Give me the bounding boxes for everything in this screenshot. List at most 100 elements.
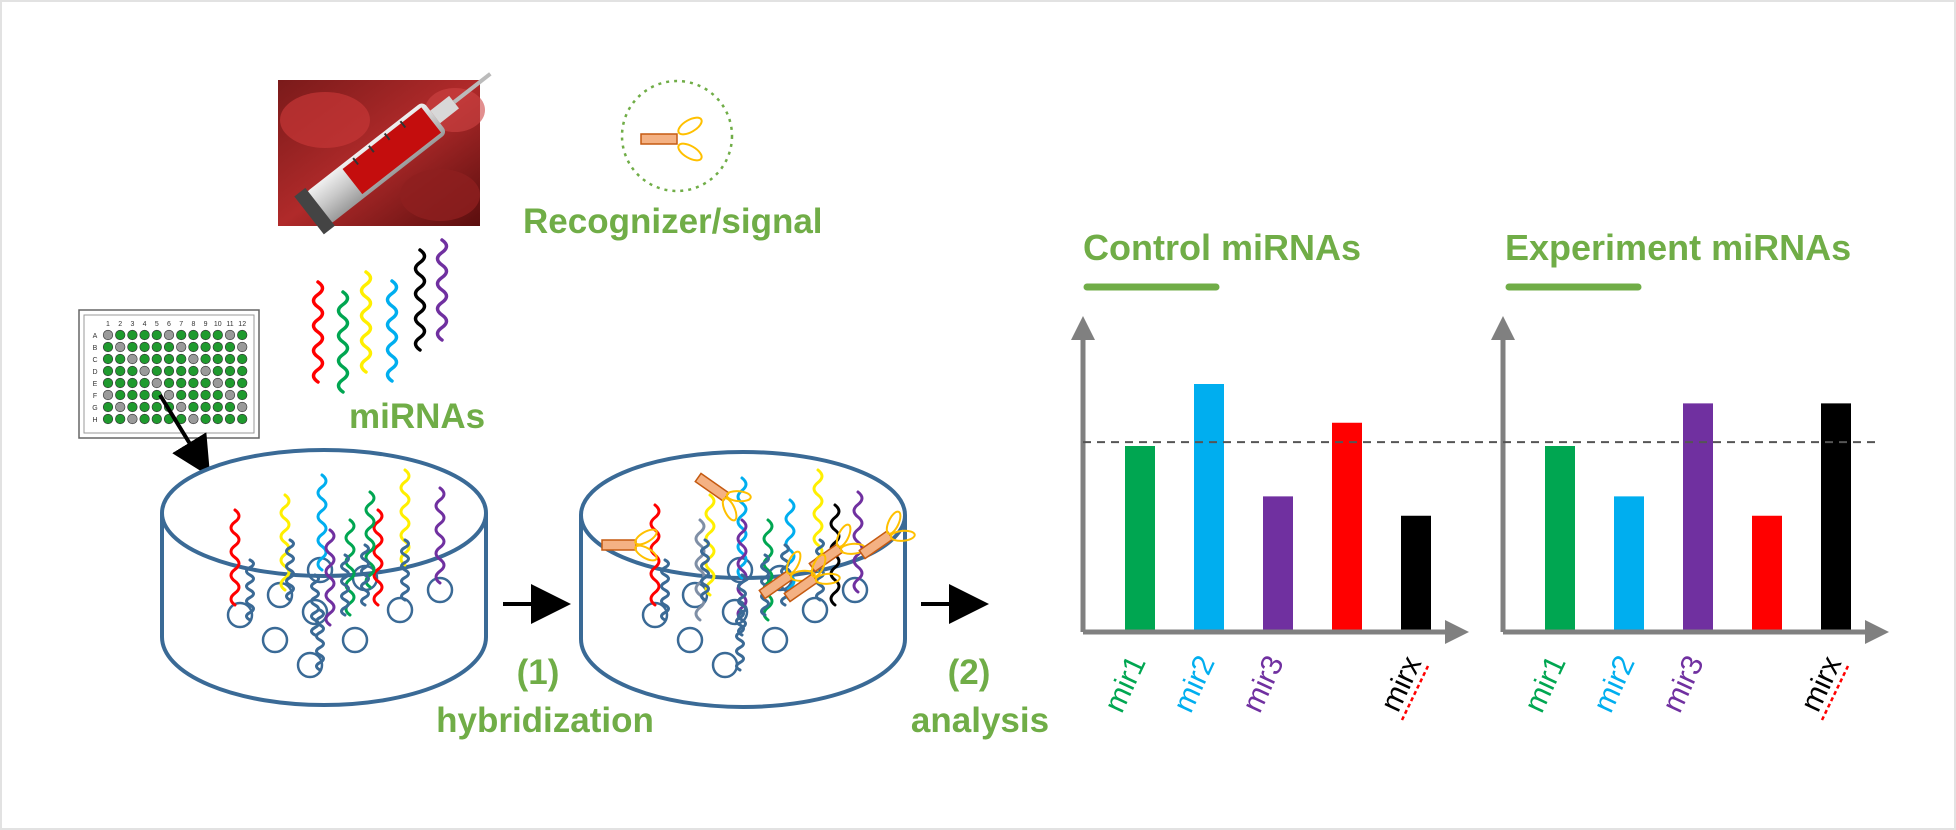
probe-bead [261, 626, 289, 654]
plate-well [176, 353, 187, 365]
mirna-strand [359, 270, 373, 374]
plate-well [102, 365, 114, 377]
mirna-strand [336, 290, 350, 394]
mirna-strand [364, 490, 376, 589]
probe-strand [700, 538, 710, 602]
plate-well [188, 401, 199, 413]
plate-well [188, 365, 199, 377]
plate-well [188, 413, 199, 425]
recognizer-signal [601, 528, 658, 562]
probe-bead [761, 626, 789, 654]
step-1-label: hybridization [436, 701, 654, 740]
plate-col-label: 6 [167, 321, 171, 328]
tick-label: mir1 [1098, 651, 1153, 718]
plate-well [163, 377, 175, 389]
plate-arrow [158, 393, 211, 477]
probe-bead [841, 576, 869, 604]
plate-well [200, 401, 211, 413]
plate-well [139, 389, 150, 401]
plate-well [224, 377, 236, 389]
tick-label: mirx [1374, 651, 1428, 716]
probe-bead [341, 626, 369, 654]
probe-strand [735, 608, 745, 672]
plate-well [212, 341, 223, 353]
plate-well [115, 389, 126, 401]
probe-bead [426, 576, 454, 604]
plate-row-label: E [93, 381, 98, 388]
plate-well [200, 413, 211, 425]
recognizer-icon [620, 79, 734, 193]
tick-label: mirx [1794, 651, 1848, 716]
probe-strand [400, 538, 410, 602]
mirnas-label: miRNAs [349, 397, 485, 436]
bar-mir2 [1194, 384, 1224, 632]
plate-well [176, 377, 187, 389]
plate-well [127, 365, 138, 377]
probe-bead [721, 598, 749, 626]
probe-strand [737, 573, 747, 637]
probe-bead [676, 626, 704, 654]
plate-well [163, 365, 175, 377]
plate-well [237, 341, 248, 353]
mirna-strand [852, 490, 864, 594]
bar-unlabeled [1752, 515, 1782, 632]
mirna-strand [344, 518, 356, 617]
plate-well [139, 329, 150, 341]
plate-well [163, 341, 175, 353]
plate-well [115, 377, 126, 389]
mirna-strand [372, 508, 384, 607]
plate-well [176, 389, 187, 401]
plate-well [102, 413, 114, 425]
plate-row-label: H [92, 417, 97, 424]
recognizer-signal [694, 472, 752, 522]
probe-bead [801, 596, 829, 624]
plate-well [102, 389, 114, 401]
plate-well [102, 353, 114, 365]
plate-well [127, 377, 138, 389]
plate-well [212, 365, 223, 377]
chart-title: Experiment miRNAs [1505, 227, 1851, 268]
tick-label: mir2 [1167, 651, 1222, 718]
plate-well [212, 377, 223, 389]
plate-well [212, 413, 223, 425]
plate-col-label: 3 [130, 321, 134, 328]
plate-well [127, 329, 138, 341]
probe-strand [340, 553, 350, 617]
plate-well [102, 329, 114, 341]
probe-strand [245, 558, 255, 622]
plate-well [115, 401, 126, 413]
plate-well [188, 353, 199, 365]
bar-mir3 [1263, 496, 1293, 632]
plate-well [224, 413, 236, 425]
plate-well [224, 365, 236, 377]
mirna-strand [385, 279, 399, 383]
plate-well [212, 401, 223, 413]
mirna-strand [736, 476, 748, 580]
recognizer-signal [783, 553, 841, 603]
plate-row-label: F [93, 393, 97, 400]
plate-well [115, 365, 126, 377]
plate-well [102, 377, 114, 389]
plate-well [237, 401, 248, 413]
probe-bead [641, 601, 669, 629]
y-axis-arrow [1071, 316, 1095, 340]
plate-col-label: 12 [238, 321, 246, 328]
mirna-strand [762, 518, 774, 622]
plate-col-label: 10 [214, 321, 222, 328]
plate-row-label: B [93, 345, 98, 352]
step-2-label: analysis [911, 701, 1049, 740]
x-axis-arrow [1445, 620, 1469, 644]
plate-well [127, 413, 138, 425]
mirna-strand [324, 528, 336, 627]
probe-bead [226, 601, 254, 629]
step-1-number: (1) [517, 653, 560, 692]
mirna-strand [694, 518, 706, 622]
bar-mir2 [1614, 496, 1644, 632]
probe-bead [301, 598, 329, 626]
plate-well [200, 341, 211, 353]
plate-well [127, 401, 138, 413]
